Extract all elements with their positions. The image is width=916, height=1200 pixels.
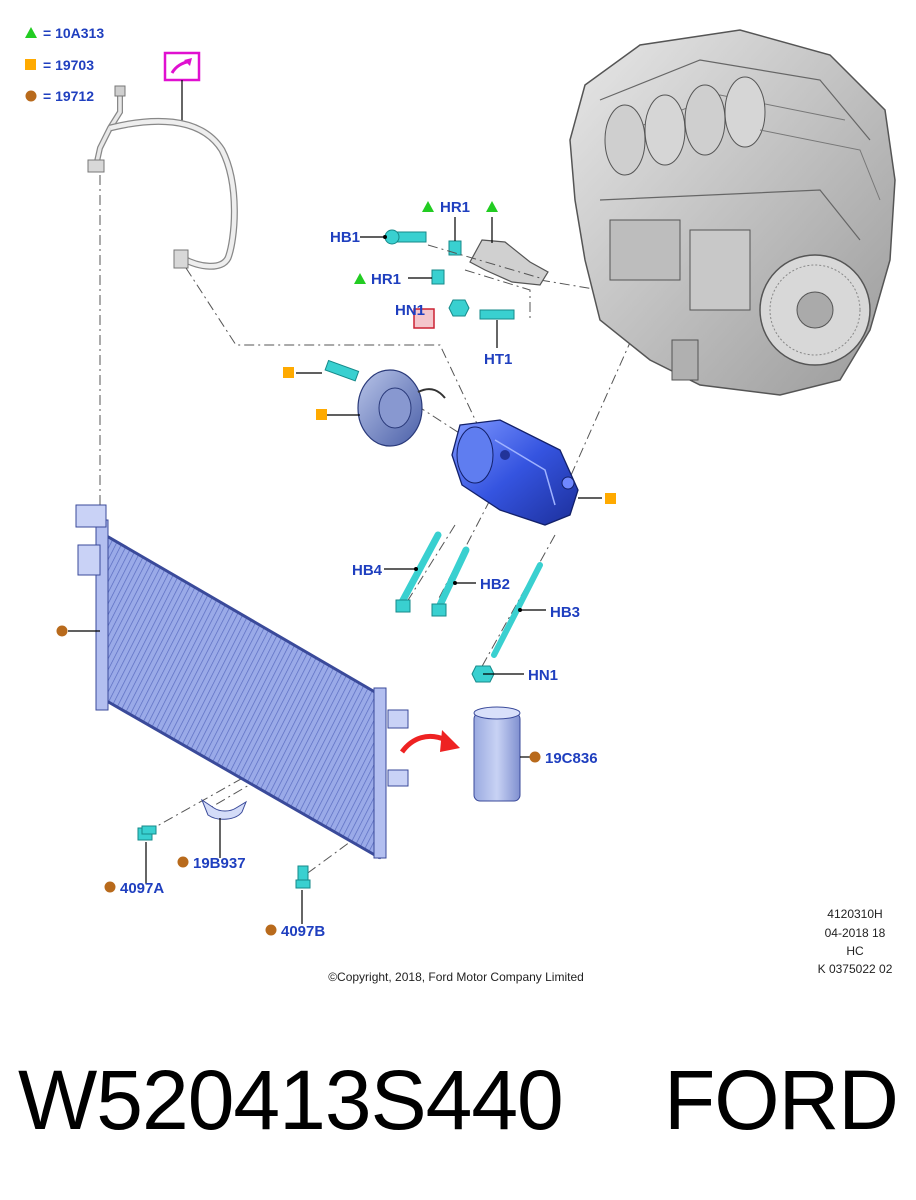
copyright-notice: ©Copyright, 2018, Ford Motor Company Lim…	[328, 970, 584, 984]
circle-symbol-icon	[265, 924, 277, 936]
callout-symbols	[56, 201, 616, 936]
callout-hb2: HB2	[480, 576, 510, 593]
triangle-symbol-icon	[486, 201, 498, 212]
legend-item-19703: = 19703	[43, 57, 94, 73]
reference-line-3: HC	[846, 944, 864, 958]
spacer-hr1-mid	[431, 269, 445, 285]
compressor-bracket	[360, 217, 549, 348]
callout-hb4: HB4	[352, 562, 383, 579]
callout-4097b: 4097B	[281, 923, 325, 940]
callout-4097a: 4097A	[120, 880, 164, 897]
bolt-hb2	[436, 546, 470, 609]
triangle-symbol-icon	[422, 201, 434, 212]
legend-item-19712: = 19712	[43, 88, 94, 104]
callout-19c836: 19C836	[545, 750, 598, 767]
compressor-clutch	[296, 359, 446, 447]
nut-hn1-top	[448, 299, 470, 317]
bolt-hb4	[398, 531, 442, 606]
reference-line-1: 4120310H	[827, 907, 882, 921]
callout-hr1-top: HR1	[440, 199, 470, 216]
reference-line-2: 04-2018 18	[825, 926, 886, 940]
triangle-symbol-icon	[354, 273, 366, 284]
square-symbol-icon	[316, 409, 327, 420]
callout-hr1-mid: HR1	[371, 271, 401, 288]
square-legend-icon	[25, 59, 36, 70]
triangle-legend-icon	[25, 27, 37, 38]
ac-condenser	[68, 504, 409, 860]
stud-ht1	[479, 309, 515, 320]
circle-symbol-icon	[529, 751, 541, 763]
reference-line-4: K 0375022 02	[818, 962, 893, 976]
square-symbol-icon	[283, 367, 294, 378]
red-curved-arrow-icon	[399, 730, 460, 754]
callout-hb1: HB1	[330, 229, 360, 246]
hn1-indicator-icon	[413, 308, 435, 329]
callout-19b937: 19B937	[193, 855, 246, 872]
engine-assembly	[569, 29, 896, 396]
drawing-reference: 4120310H 04-2018 18 HC K 0375022 02	[818, 907, 893, 976]
legend-item-10a313: = 10A313	[43, 25, 104, 41]
bolt-clutch	[324, 359, 360, 382]
callout-ht1: HT1	[484, 351, 512, 368]
refrigerant-hose	[87, 85, 238, 270]
callout-labels: HB1 HR1 HR1 HN1 HT1 HB4 HB2 HB3 HN1 19C8…	[120, 199, 598, 940]
circle-symbol-icon	[56, 625, 68, 637]
callout-hn1-top: HN1	[395, 302, 425, 319]
callout-hb3: HB3	[550, 604, 580, 621]
circle-symbol-icon	[177, 856, 189, 868]
part-number: W520413S440	[18, 1053, 564, 1147]
square-symbol-icon	[605, 493, 616, 504]
circle-symbol-icon	[104, 881, 116, 893]
mounting-bolts	[384, 531, 546, 683]
callout-hn1-bottom: HN1	[528, 667, 558, 684]
receiver-dryer	[473, 706, 532, 802]
ac-system-diagram: = 10A313 = 19703 = 19712	[25, 25, 896, 984]
brand-name: FORD	[664, 1053, 899, 1147]
ac-compressor	[451, 419, 602, 526]
bolt-hb3	[491, 562, 543, 658]
circle-legend-icon	[25, 90, 37, 102]
replacement-arrow-icon	[163, 51, 201, 122]
condenser-hardware	[137, 798, 311, 924]
legend: = 10A313 = 19703 = 19712	[25, 25, 104, 104]
